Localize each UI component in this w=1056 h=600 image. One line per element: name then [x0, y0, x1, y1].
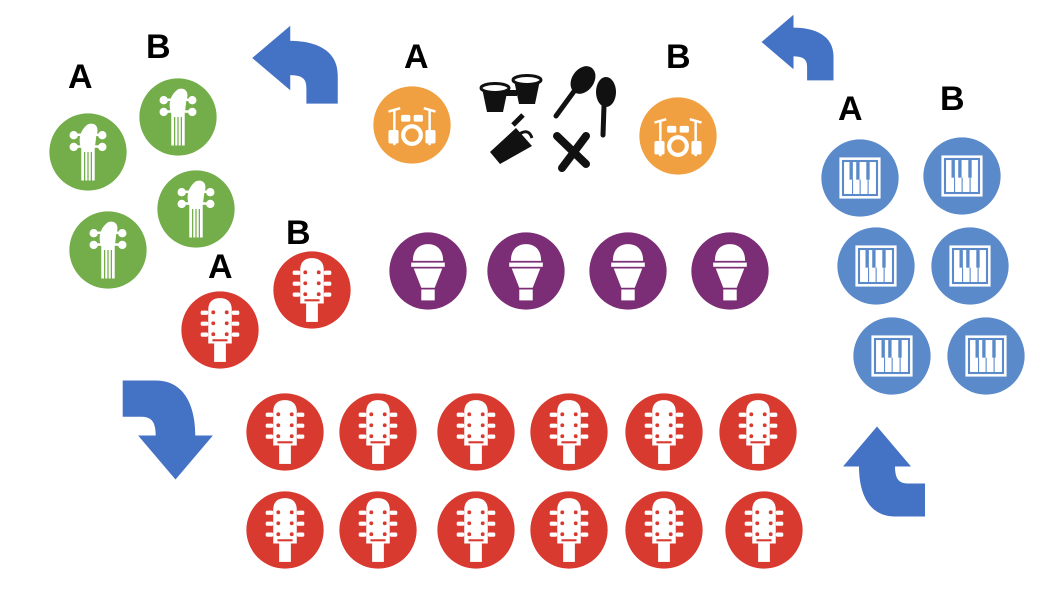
- guitar-headstock-icon: [625, 491, 703, 569]
- keys-label-b: B: [940, 80, 965, 118]
- piano-keys-icon: [836, 226, 916, 306]
- bass-label-a: A: [68, 58, 93, 96]
- piano-keys-icon: [946, 316, 1026, 396]
- microphone-icon: [691, 232, 769, 310]
- arrow-to-bottom-guitars: [122, 380, 213, 480]
- piano-keys-icon: [820, 138, 900, 218]
- piano-keys-icon: [852, 316, 932, 396]
- guitar-headstock-icon: [246, 491, 324, 569]
- microphone-icon: [487, 232, 565, 310]
- guitar-headstock-icon: [437, 393, 515, 471]
- guitar-headstock-icon: [530, 393, 608, 471]
- cowbell-icon: [490, 113, 534, 164]
- acoustic-label-b: B: [286, 214, 311, 252]
- keys-label-a: A: [838, 90, 863, 128]
- maracas-icon: [553, 66, 616, 138]
- piano-keys-icon: [922, 136, 1002, 216]
- microphone-icon: [389, 232, 467, 310]
- arrow-to-drums-b: [761, 14, 834, 81]
- arrow-to-bass: [252, 25, 338, 104]
- guitar-headstock-icon: [339, 393, 417, 471]
- guitar-headstock-icon: [246, 393, 324, 471]
- guitar-headstock-icon: [719, 393, 797, 471]
- bass-headstock-icon: [138, 77, 218, 157]
- acoustic-label-a: A: [208, 248, 233, 286]
- bongos-icon: [479, 74, 543, 112]
- guitar-headstock-icon: [530, 491, 608, 569]
- microphone-icon: [589, 232, 667, 310]
- claves-icon: [553, 132, 590, 172]
- drums-label-b: B: [666, 38, 691, 76]
- bass-headstock-icon: [156, 169, 236, 249]
- bass-headstock-icon: [48, 112, 128, 192]
- guitar-headstock-icon: [437, 491, 515, 569]
- drums-label-a: A: [404, 38, 429, 76]
- guitar-headstock-icon: [725, 491, 803, 569]
- piano-keys-icon: [930, 226, 1010, 306]
- guitar-headstock-icon: [181, 291, 259, 369]
- drum-kit-icon: [372, 85, 452, 165]
- drum-kit-icon: [638, 96, 718, 176]
- guitar-headstock-icon: [625, 393, 703, 471]
- bass-headstock-icon: [68, 210, 148, 290]
- guitar-headstock-icon: [273, 251, 351, 329]
- bass-label-b: B: [146, 28, 171, 66]
- guitar-headstock-icon: [339, 491, 417, 569]
- arrow-to-keys: [843, 426, 925, 517]
